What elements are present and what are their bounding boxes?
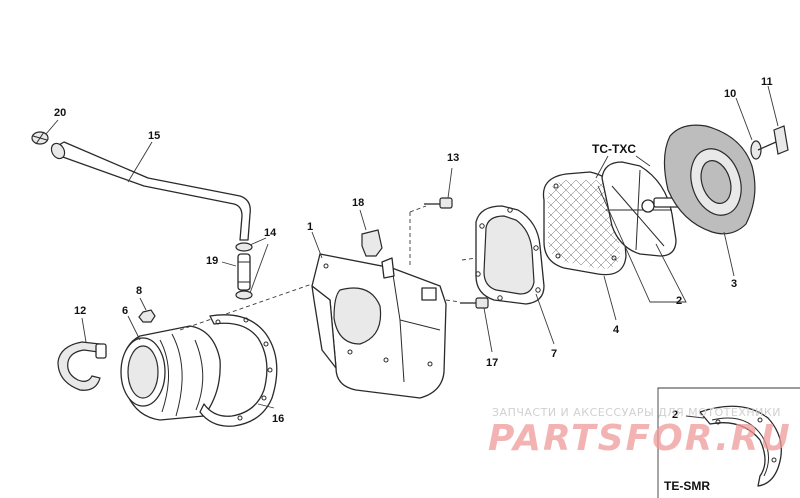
- label-part-1: 1: [307, 221, 313, 233]
- part-15-breather-hose: [50, 141, 251, 241]
- part-20-clamp: [31, 119, 59, 145]
- label-part-6: 6: [122, 305, 128, 317]
- part-10-washer: [735, 97, 762, 160]
- label-part-12: 12: [74, 305, 86, 317]
- label-part-13: 13: [447, 152, 459, 164]
- part-19-hose-connector: [221, 253, 251, 291]
- part-11-wing-bolt: [757, 85, 789, 155]
- label-part-15: 15: [148, 130, 160, 142]
- label-part-3: 3: [731, 278, 737, 290]
- part-13-screw: [409, 167, 453, 213]
- label-part-20: 20: [54, 107, 66, 119]
- part-1-airbox: [311, 212, 447, 399]
- label-part-4: 4: [613, 324, 620, 336]
- label-part-11: 11: [761, 76, 773, 88]
- label-part-17: 17: [486, 357, 498, 369]
- watermark-caption: ЗАПЧАСТИ И АКСЕССУАРЫ ДЛЯ МОТОТЕХНИКИ: [492, 406, 781, 419]
- part-2-filter-support: [597, 161, 691, 303]
- watermark-brand: PARTSFOR.RU: [488, 418, 792, 459]
- part-17-screw: [445, 297, 493, 353]
- label-part-8: 8: [136, 285, 142, 297]
- part-16-gasket: [199, 314, 278, 427]
- te-smr-inset: [657, 387, 800, 498]
- variant-label-tc-txc: TC-TXC: [592, 142, 636, 156]
- part-14-hose-clamps: [235, 237, 269, 300]
- part-7-filter-frame: [461, 205, 555, 345]
- label-part-18: 18: [352, 197, 364, 209]
- label-part-2: 2: [676, 295, 682, 307]
- part-4-filter-cage: [542, 171, 627, 321]
- part-8-nut: [138, 297, 156, 323]
- part-18-clip: [359, 209, 383, 257]
- part-3-filter-element: [663, 124, 756, 277]
- label-part-14: 14: [264, 227, 277, 239]
- label-part-10: 10: [724, 88, 736, 100]
- label-part-19: 19: [206, 255, 218, 267]
- part-6-intake-boot: [120, 283, 313, 421]
- label-part-7: 7: [551, 348, 557, 360]
- label-part-16: 16: [272, 413, 284, 425]
- label-inset-part-2: 2: [672, 409, 678, 421]
- part-12-clamp-band: [57, 317, 107, 391]
- variant-label-te-smr: TE-SMR: [664, 479, 710, 493]
